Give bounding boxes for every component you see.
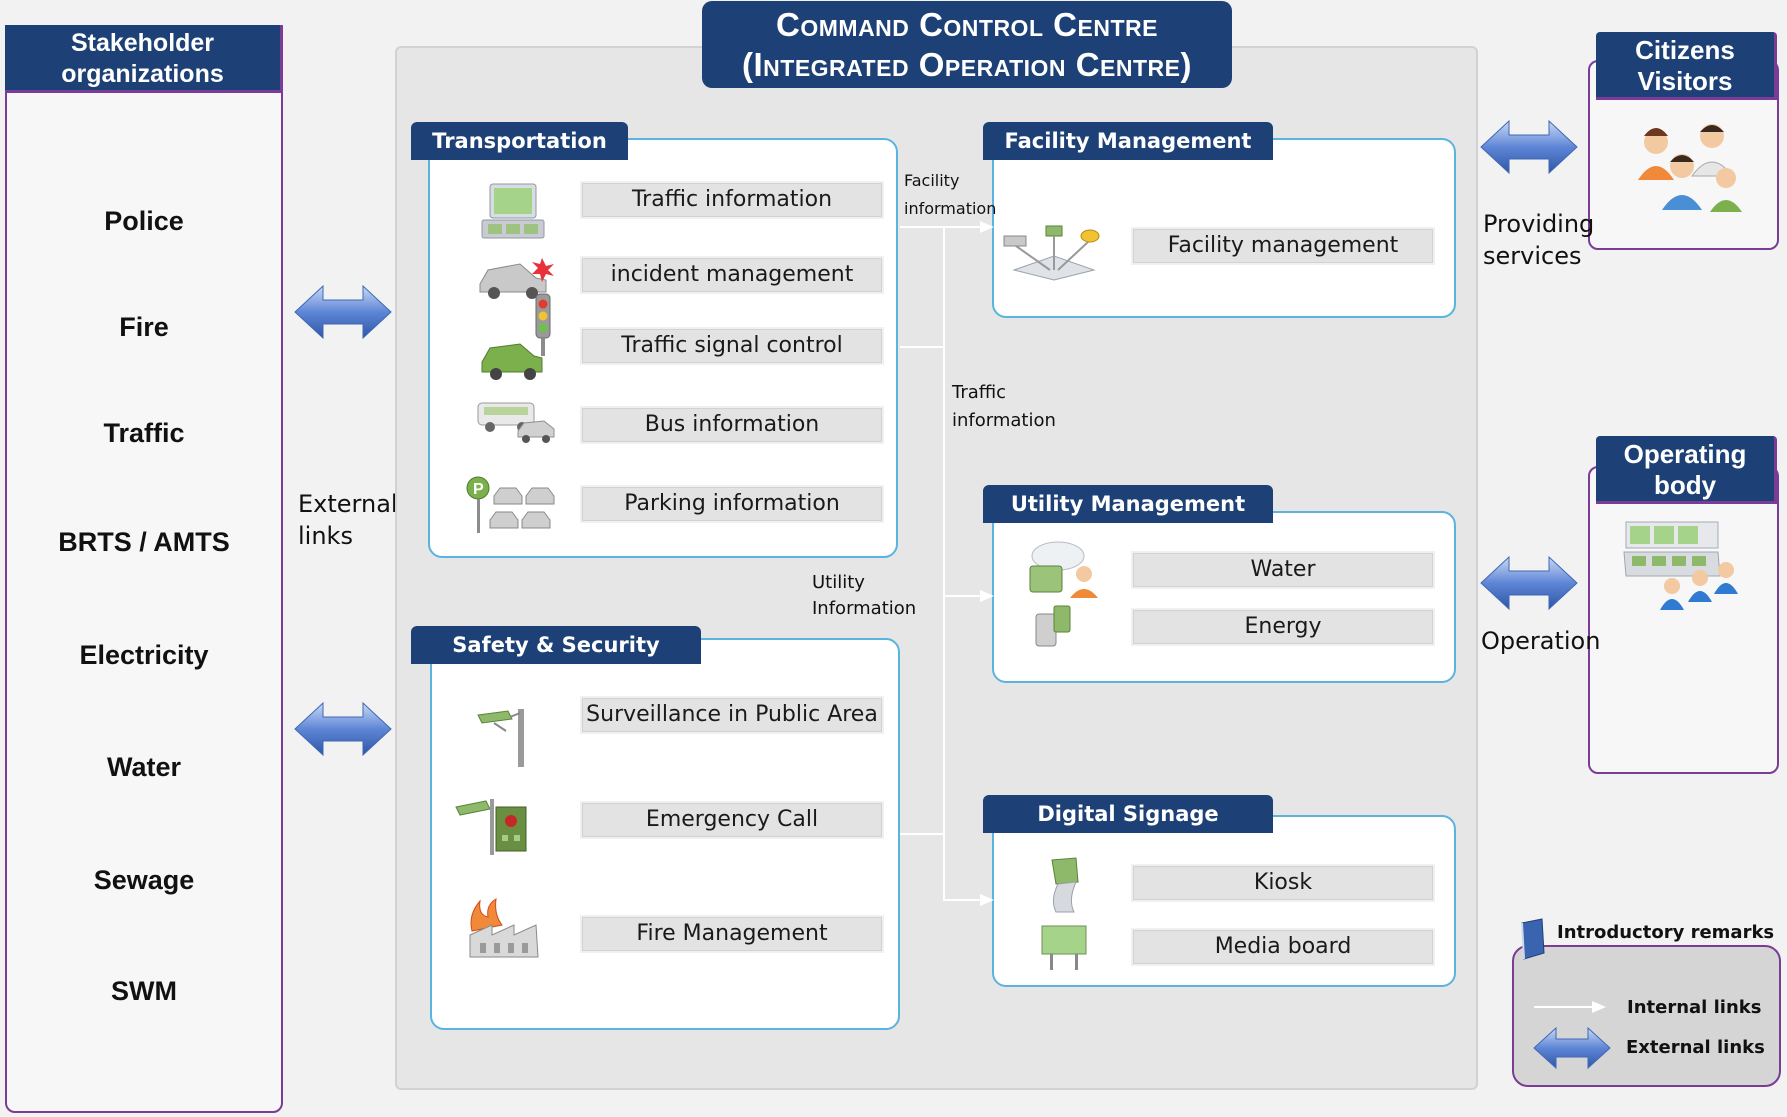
safety-security-tab: Safety & Security xyxy=(411,626,701,664)
svg-text:P: P xyxy=(473,481,484,498)
operating-body-panel xyxy=(1588,466,1779,774)
title-line-2: (Integrated Operation Centre) xyxy=(742,46,1192,83)
stakeholders-panel xyxy=(5,25,283,1113)
stakeholder-traffic: Traffic xyxy=(103,418,185,448)
traffic-information-item: Traffic information xyxy=(580,181,884,219)
stakeholder-brts-amts: BRTS / AMTS xyxy=(58,527,230,557)
citizens-heading: Citizens Visitors xyxy=(1596,32,1777,100)
emergency-call-item: Emergency Call xyxy=(580,801,884,839)
utility-management-box xyxy=(992,511,1456,683)
transportation-tab: Transportation xyxy=(411,122,628,160)
page-title: Command Control Centre (Integrated Opera… xyxy=(702,1,1232,88)
legend-box xyxy=(1512,945,1781,1087)
external-link-arrow-bottom xyxy=(294,701,392,757)
traffic-signal-control-item: Traffic signal control xyxy=(580,327,884,365)
stakeholders-heading-text: Stakeholder organizations xyxy=(61,29,224,88)
external-link-arrow-top xyxy=(294,284,392,340)
legend-external-arrow-icon xyxy=(1533,1026,1611,1070)
facility-equipment-icon xyxy=(1003,225,1100,281)
stakeholder-swm: SWM xyxy=(111,976,177,1006)
legend-external-label: External links xyxy=(1626,1037,1765,1058)
operating-body-heading: Operating body xyxy=(1596,436,1777,504)
kiosk-item: Kiosk xyxy=(1131,864,1435,902)
traffic-information-label: Traffic information xyxy=(952,382,1056,431)
bus-information-item: Bus information xyxy=(580,406,884,444)
utility-information-label: Utility Information xyxy=(812,572,917,619)
external-links-label: External links xyxy=(298,490,398,550)
legend-title: Introductory remarks xyxy=(1557,922,1775,943)
traffic-info-monitor-icon xyxy=(481,183,545,239)
facility-information-label: Facility information xyxy=(904,171,997,218)
utility-management-tab: Utility Management xyxy=(983,485,1273,523)
stakeholder-police: Police xyxy=(104,206,184,236)
incident-management-item: incident management xyxy=(580,256,884,294)
legend-internal-label: Internal links xyxy=(1627,997,1762,1018)
fire-building-icon xyxy=(469,898,539,958)
energy-item: Energy xyxy=(1131,608,1435,646)
stakeholder-sewage: Sewage xyxy=(93,865,195,895)
providing-services-label: Providing services xyxy=(1483,210,1595,270)
digital-signage-tab: Digital Signage xyxy=(983,795,1273,833)
stakeholders-heading: Stakeholder organizations xyxy=(5,25,283,93)
operation-label: Operation xyxy=(1481,627,1601,655)
legend-internal-arrow-icon xyxy=(1534,1001,1606,1013)
incident-car-icon xyxy=(479,258,554,299)
citizens-link-arrow xyxy=(1480,119,1578,175)
citizens-heading-text: Citizens Visitors xyxy=(1635,35,1735,96)
bus-icon xyxy=(477,402,555,443)
stakeholder-electricity: Electricity xyxy=(79,640,209,670)
book-icon xyxy=(1521,918,1545,960)
operating-body-heading-text: Operating body xyxy=(1623,439,1747,500)
surveillance-camera-icon xyxy=(477,709,524,767)
fire-management-item: Fire Management xyxy=(580,915,884,953)
media-board-item: Media board xyxy=(1131,928,1435,966)
stakeholder-water: Water xyxy=(106,752,181,782)
traffic-signal-icon xyxy=(481,293,551,380)
citizens-people-icon xyxy=(1638,124,1742,212)
stakeholder-fire: Fire xyxy=(119,312,169,342)
media-board-icon xyxy=(1041,925,1087,970)
emergency-call-icon xyxy=(455,799,527,855)
parking-icon: P xyxy=(466,476,555,533)
operation-link-arrow xyxy=(1480,555,1578,611)
water-item: Water xyxy=(1131,551,1435,589)
facility-management-item: Facility management xyxy=(1131,227,1435,265)
utility-devices-icon xyxy=(1029,541,1098,647)
facility-management-tab: Facility Management xyxy=(983,122,1273,160)
kiosk-icon xyxy=(1051,857,1079,913)
operating-room-icon xyxy=(1623,521,1738,610)
parking-information-item: Parking information xyxy=(580,485,884,523)
title-line-1: Command Control Centre xyxy=(776,6,1158,43)
surveillance-item: Surveillance in Public Area xyxy=(580,696,884,734)
